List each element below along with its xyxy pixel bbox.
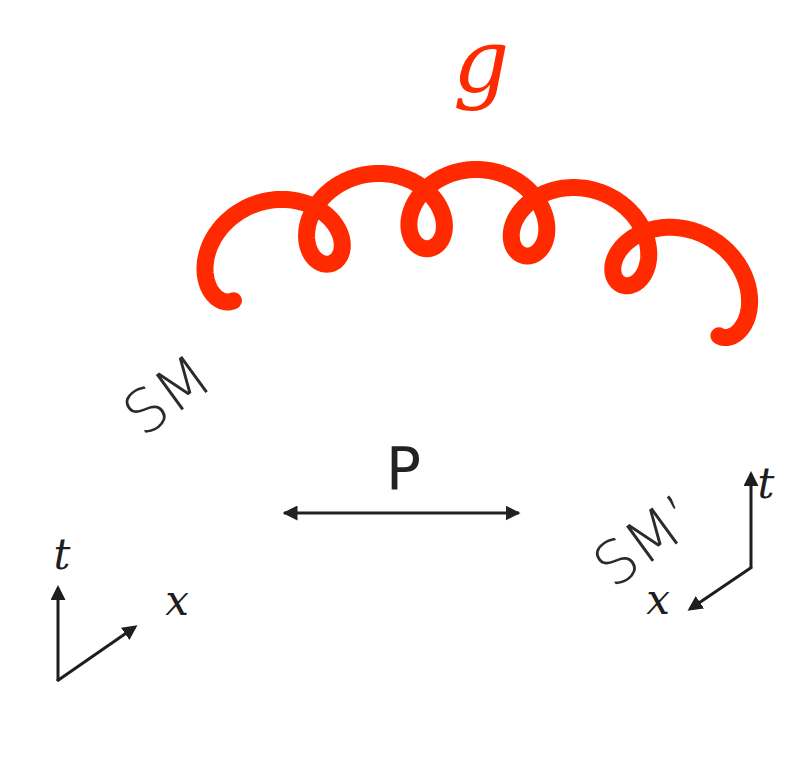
axis-label: x (165, 580, 189, 622)
plane-name: SM (113, 344, 221, 445)
plane-shape (545, 283, 790, 755)
gluon-line (205, 169, 750, 337)
plane-shape (12, 283, 258, 758)
spacetime-plane: SM t x (12, 283, 258, 758)
spacetime-plane: SM’ t x (545, 283, 790, 758)
space-axis (57, 627, 135, 681)
axis-label: x (646, 579, 670, 621)
axis-label: t (54, 534, 71, 576)
particle-label: g (453, 17, 509, 105)
space-axis (690, 567, 752, 609)
plane-name: SM’ (583, 485, 706, 598)
symmetry-arrow (284, 512, 519, 515)
time-axis (750, 474, 753, 568)
axis-arrows (57, 474, 752, 681)
symmetry-label: P (386, 440, 421, 498)
axis-label: t (758, 463, 775, 505)
plane-outline (12, 283, 258, 758)
time-axis (57, 588, 60, 681)
